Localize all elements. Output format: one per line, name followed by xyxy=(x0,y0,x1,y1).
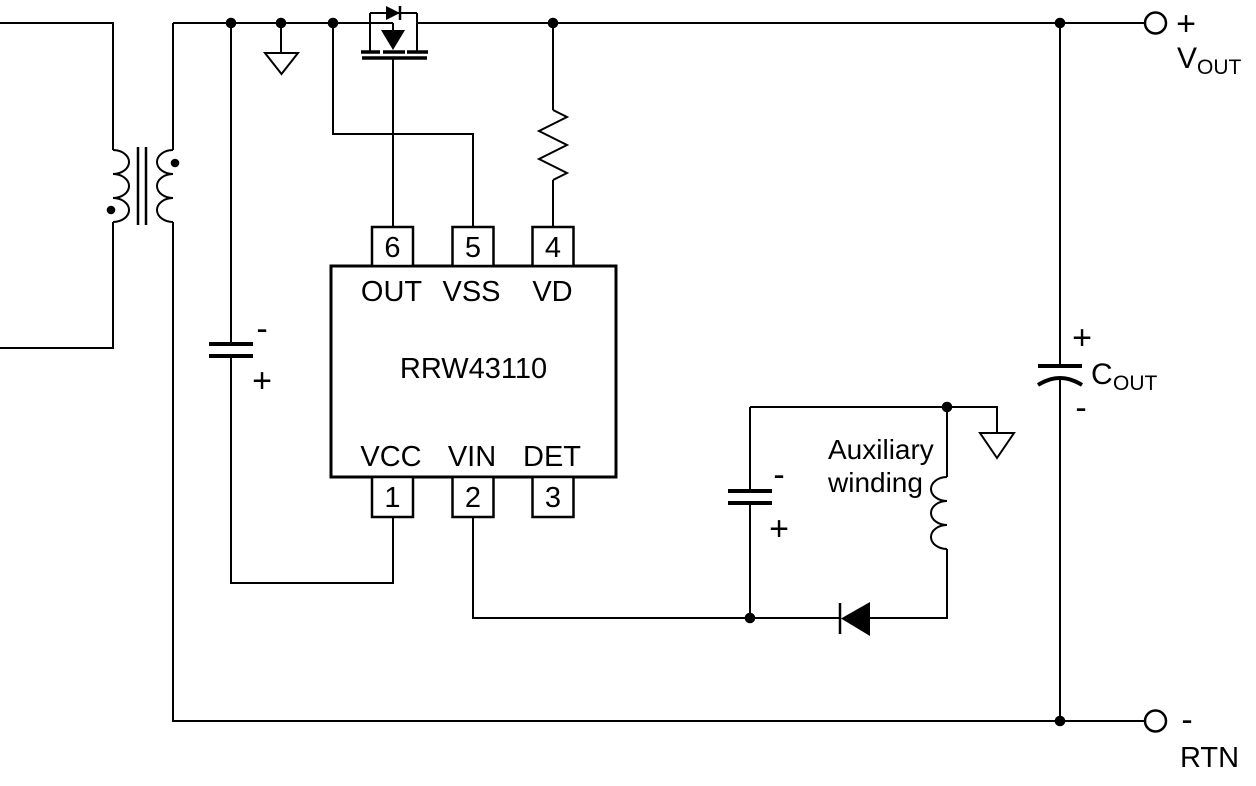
pin-number-1: 1 xyxy=(384,482,400,514)
wire-vin-to-aux xyxy=(472,517,840,619)
junction-dots xyxy=(225,17,1066,727)
top-ground xyxy=(262,23,301,76)
rtn-terminal: - RTN xyxy=(1143,701,1239,774)
aux-winding-icon xyxy=(930,476,948,550)
pin-label-vss: VSS xyxy=(442,276,500,308)
wire-diode-to-winding xyxy=(869,549,948,619)
wire-vss xyxy=(332,23,474,227)
ic-rrw43110: 6 5 4 1 2 3 OUT VSS VD VCC VIN DET RRW43… xyxy=(329,225,618,519)
pin-number-4: 4 xyxy=(545,232,561,264)
primary-winding-icon xyxy=(112,149,130,223)
vd-resistor-branch xyxy=(536,23,570,227)
aux-winding-label-line2: winding xyxy=(827,467,923,498)
pin-box-6 xyxy=(370,225,415,268)
ic-body xyxy=(329,264,618,479)
junction-dot xyxy=(941,401,953,413)
aux-winding-label-line1: Auxiliary xyxy=(828,434,934,465)
mosfet xyxy=(361,6,428,60)
aux-cap-plus-label: + xyxy=(769,510,789,548)
wire-primary-bottom xyxy=(0,222,114,349)
junction-dot xyxy=(327,17,339,29)
transformer xyxy=(0,22,180,349)
pin-box-4 xyxy=(531,225,575,268)
pin-number-5: 5 xyxy=(465,232,481,264)
vout-name-main: V xyxy=(1177,42,1197,75)
pin-box-3 xyxy=(531,475,575,519)
pin-label-det: DET xyxy=(523,441,581,473)
pin-label-vcc: VCC xyxy=(360,441,421,473)
pin-label-vd: VD xyxy=(532,276,572,308)
wire-aux-top xyxy=(750,406,998,477)
primary-polarity-dot xyxy=(106,205,116,215)
junction-dot xyxy=(275,17,287,29)
vout-terminal: + V OUT xyxy=(1143,5,1242,79)
cout-name-sub: OUT xyxy=(1113,372,1158,395)
aux-cap-minus-label: - xyxy=(773,456,784,494)
junction-dot xyxy=(1054,17,1066,29)
vcc-cap-plus-label: + xyxy=(252,362,272,400)
cout-plus-label: + xyxy=(1072,319,1092,357)
vout-plus-label: + xyxy=(1176,5,1196,43)
aux-capacitor-icon xyxy=(728,489,772,505)
junction-dot xyxy=(547,17,559,29)
pin-box-2 xyxy=(451,475,495,519)
rtn-minus-label: - xyxy=(1181,701,1192,739)
pin-label-vin: VIN xyxy=(448,441,496,473)
junction-dot xyxy=(744,612,756,624)
aux-winding-circuit: - + Auxiliary winding xyxy=(472,406,1016,636)
vcc-capacitor-branch: - + xyxy=(209,23,394,584)
transformer-core-icon xyxy=(136,147,148,225)
secondary-winding-icon xyxy=(156,149,174,223)
pin-number-3: 3 xyxy=(545,482,561,514)
mosfet-body-diode-icon xyxy=(386,6,400,20)
ground-icon xyxy=(262,52,301,76)
vout-name-sub: OUT xyxy=(1197,56,1242,79)
control-wires xyxy=(332,23,474,227)
pin-label-out: OUT xyxy=(361,276,423,308)
wire-vcc-cap-to-pin1 xyxy=(230,356,394,584)
wire-primary-top xyxy=(0,22,114,150)
ic-part-number: RRW43110 xyxy=(400,353,547,385)
pin-box-5 xyxy=(451,225,495,268)
mosfet-body-arrow-icon xyxy=(381,30,405,50)
output-capacitor-branch: + - C OUT xyxy=(1036,23,1158,721)
rtn-name-label: RTN xyxy=(1180,742,1239,774)
wire-bottom-rail xyxy=(172,222,1144,722)
aux-ground-icon xyxy=(978,432,1016,460)
rtn-terminal-circle xyxy=(1143,709,1168,733)
vout-terminal-circle xyxy=(1143,11,1168,35)
vcc-capacitor-icon xyxy=(209,342,253,358)
pin-box-1 xyxy=(370,475,415,519)
junction-dot xyxy=(1054,715,1066,727)
secondary-polarity-dot xyxy=(170,158,180,168)
rails xyxy=(172,22,1144,722)
pin-number-6: 6 xyxy=(384,232,400,264)
cout-name-main: C xyxy=(1091,358,1113,391)
junction-dot xyxy=(225,17,237,29)
aux-diode-icon xyxy=(841,602,870,636)
vcc-cap-minus-label: - xyxy=(256,310,267,348)
pin-number-2: 2 xyxy=(465,482,481,514)
cout-plate-negative xyxy=(1036,376,1084,387)
cout-minus-label: - xyxy=(1075,389,1086,427)
resistor-icon xyxy=(536,109,570,181)
